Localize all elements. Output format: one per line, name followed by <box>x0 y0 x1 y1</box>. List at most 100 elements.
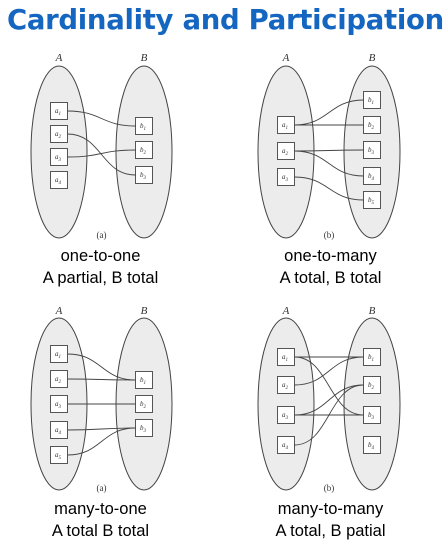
element-box-b <box>135 395 153 413</box>
set-b-ellipse <box>115 65 173 239</box>
element-label-a: a5 <box>55 451 62 461</box>
set-a-label: A <box>282 305 290 317</box>
relationship-line <box>67 427 136 431</box>
set-a-label: A <box>282 52 290 64</box>
element-label-b: b2 <box>368 381 375 391</box>
element-label-a: a3 <box>55 153 62 163</box>
element-label-b: b2 <box>140 146 147 156</box>
element-label-a: a3 <box>282 411 289 421</box>
caption-line1: one-to-one <box>60 247 141 265</box>
element-box-a <box>277 436 295 454</box>
element-box-b <box>363 141 381 159</box>
set-b-ellipse <box>115 317 173 491</box>
element-box-b <box>135 371 153 389</box>
element-label-a: a2 <box>282 381 289 391</box>
page-title: Cardinality and Participation <box>7 4 444 36</box>
set-a-ellipse <box>257 65 315 239</box>
element-label-a: a3 <box>282 173 289 183</box>
element-box-b <box>363 167 381 185</box>
set-b-ellipse <box>343 65 401 239</box>
element-label-b: b2 <box>368 121 375 131</box>
element-box-a <box>50 370 68 388</box>
caption-line2: A total B total <box>51 522 150 540</box>
relationship-line <box>294 176 364 201</box>
element-box-b <box>363 348 381 366</box>
relationship-line <box>294 384 364 446</box>
element-box-b <box>363 406 381 424</box>
relationship-line <box>67 133 136 176</box>
sub-label: (a) <box>97 483 107 493</box>
relationship-line <box>294 99 364 126</box>
caption-line2: A total, B total <box>279 269 382 287</box>
element-label-a: a1 <box>55 350 61 360</box>
set-b-label: B <box>141 305 148 317</box>
element-box-b <box>363 91 381 109</box>
set-b-ellipse <box>343 317 401 491</box>
element-label-b: b2 <box>140 400 147 410</box>
set-a-ellipse <box>257 317 315 491</box>
caption-line1: many-to-many <box>277 500 384 518</box>
caption-line2: A total, B patial <box>275 522 386 540</box>
element-box-a <box>50 345 68 363</box>
element-box-a <box>277 348 295 366</box>
element-label-b: b1 <box>368 353 374 363</box>
element-box-b <box>363 191 381 209</box>
element-box-a <box>50 125 68 143</box>
element-box-a <box>50 148 68 166</box>
element-box-a <box>277 142 295 160</box>
sub-label: (b) <box>324 483 335 493</box>
element-label-b: b3 <box>368 146 375 156</box>
element-box-b <box>363 116 381 134</box>
element-label-a: a4 <box>282 441 289 451</box>
caption-line1: many-to-one <box>54 500 147 518</box>
sub-label: (b) <box>324 230 335 240</box>
element-label-b: b4 <box>368 441 375 451</box>
element-label-a: a1 <box>55 107 61 117</box>
element-box-a <box>277 376 295 394</box>
element-box-a <box>277 406 295 424</box>
element-label-b: b3 <box>140 171 147 181</box>
relationship-line <box>67 149 136 158</box>
set-b-label: B <box>369 52 376 64</box>
set-a-ellipse <box>30 65 88 239</box>
relationship-line <box>294 149 364 152</box>
element-label-b: b1 <box>368 96 374 106</box>
element-label-a: a4 <box>55 176 62 186</box>
relationship-line <box>67 353 136 381</box>
element-label-a: a1 <box>282 121 288 131</box>
element-box-a <box>50 395 68 413</box>
element-box-b <box>135 141 153 159</box>
relationship-line <box>294 150 364 177</box>
element-label-b: b3 <box>368 411 375 421</box>
sub-label: (a) <box>97 230 107 240</box>
element-box-b <box>135 166 153 184</box>
element-box-b <box>135 117 153 135</box>
set-b-label: B <box>369 305 376 317</box>
element-box-b <box>363 436 381 454</box>
element-box-a <box>277 116 295 134</box>
set-a-label: A <box>55 305 63 317</box>
element-label-a: a3 <box>55 400 62 410</box>
element-box-a <box>50 421 68 439</box>
element-box-a <box>277 168 295 186</box>
element-label-a: a2 <box>55 130 62 140</box>
relationship-line <box>294 356 364 416</box>
set-a-ellipse <box>30 317 88 491</box>
element-box-b <box>363 376 381 394</box>
relationship-line <box>294 356 364 386</box>
caption-line1: one-to-many <box>284 247 377 265</box>
relationship-line <box>67 427 136 456</box>
element-label-b: b3 <box>140 424 147 434</box>
element-label-b: b5 <box>368 196 375 206</box>
element-box-a <box>50 171 68 189</box>
relationship-line <box>67 378 136 381</box>
element-box-a <box>50 446 68 464</box>
set-b-label: B <box>141 52 148 64</box>
